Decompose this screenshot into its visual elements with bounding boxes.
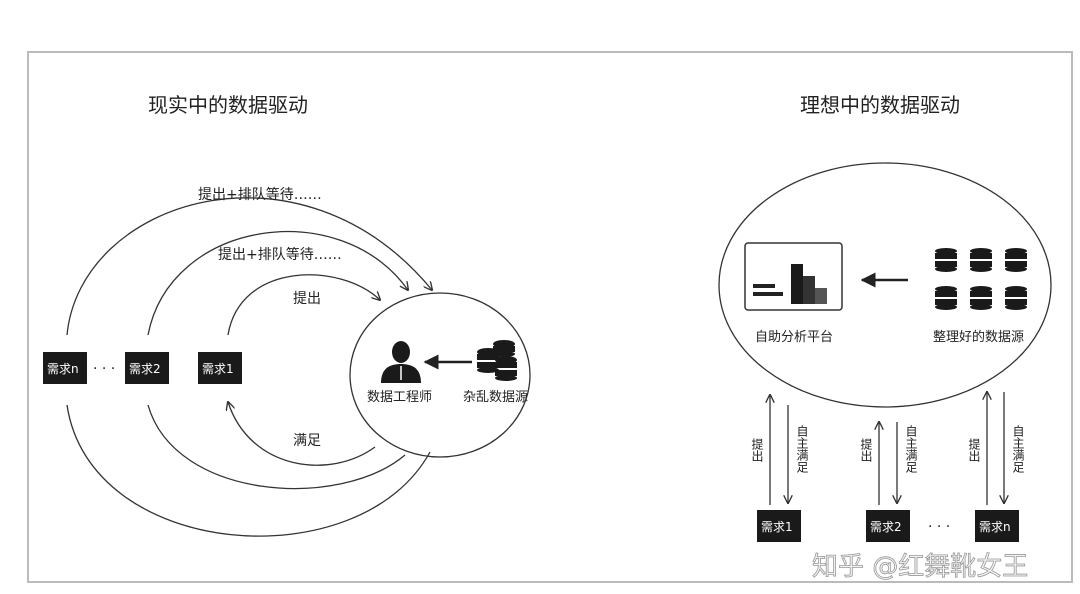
diagram-frame [27,51,1073,583]
self-serve-label-3: 自主满足 [1011,425,1025,474]
right-ellipsis: · · · [928,519,950,535]
engineer-ellipse [349,292,531,458]
right-title: 理想中的数据驱动 [800,93,960,117]
outer-return-arc [66,404,431,537]
analysis-platform-icon [744,242,843,311]
submit-label-2: 提出 [859,437,873,462]
self-serve-label-1: 自主满足 [795,425,809,474]
middle-return-arc [147,404,406,490]
arc-label-middle: 提出+排队等待…… [218,246,342,263]
middle-request-arc [147,230,408,336]
svg-text:需求1: 需求1 [202,362,234,376]
clean-database-grid-icon [935,248,1027,310]
self-serve-label-2: 自主满足 [904,425,918,474]
submit-label-1: 提出 [750,437,764,462]
svg-text:需求2: 需求2 [870,520,902,534]
platform-ellipse [718,162,1052,408]
arc-label-outer: 提出+排队等待…… [198,186,322,203]
messy-source-label: 杂乱数据源 [463,390,528,405]
engineer-icon [381,341,421,383]
svg-text:需求n: 需求n [47,362,79,376]
submit-label-3: 提出 [967,437,981,462]
ellipsis: · · · [93,361,115,377]
request-box-2: 需求2 [125,352,169,384]
outer-request-arc [66,197,432,336]
svg-text:需求1: 需求1 [761,520,793,534]
left-title: 现实中的数据驱动 [148,93,308,117]
engineer-label: 数据工程师 [367,390,432,405]
right-request-box-n: 需求n [975,510,1019,542]
request-box-n: 需求n [43,352,87,384]
platform-label: 自助分析平台 [755,330,833,345]
messy-database-icon [477,340,517,381]
fulfill-arc [228,402,376,466]
clean-source-label: 整理好的数据源 [933,329,1024,345]
svg-text:需求2: 需求2 [129,362,161,376]
right-request-box-1: 需求1 [757,510,801,542]
watermark: 知乎 @红舞靴女王 [812,552,1028,582]
inner-request-arc [227,274,380,336]
right-request-box-2: 需求2 [866,510,910,542]
arc-label-inner: 提出 [293,291,321,307]
request-box-1: 需求1 [198,352,242,384]
svg-text:需求n: 需求n [979,520,1011,534]
arc-label-fulfill: 满足 [293,433,321,449]
